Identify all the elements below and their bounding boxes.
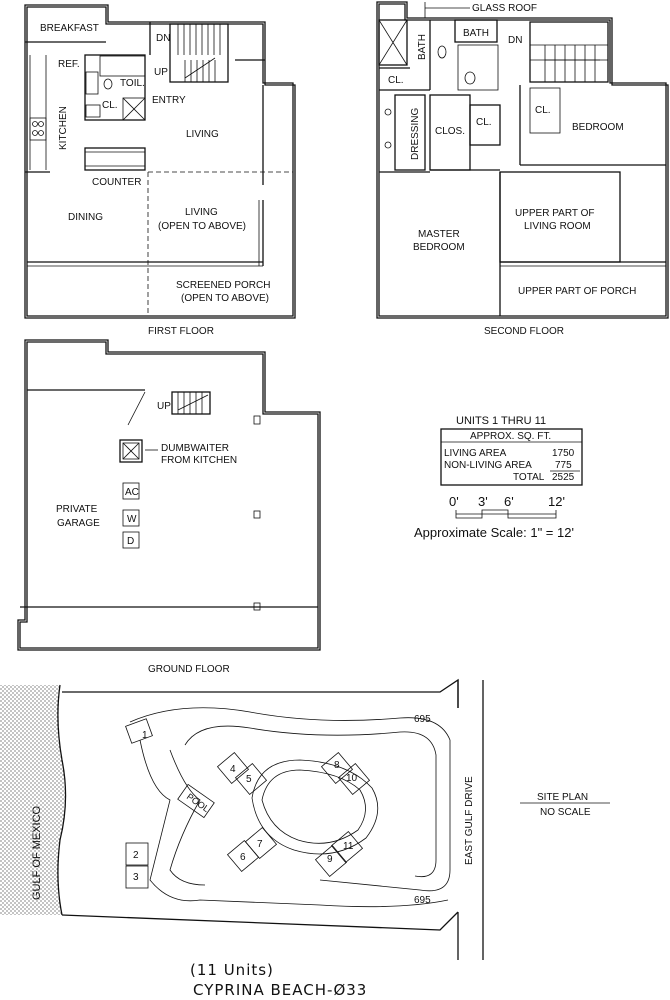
- room-label-breakfast: BREAKFAST: [40, 23, 99, 34]
- gulf-label: GULF OF MEXICO: [31, 805, 43, 900]
- room-label-closet-3: CL.: [535, 105, 551, 116]
- scale-bar: 0' 3' 6' 12' Approximate Scale: 1" = 12': [414, 494, 574, 540]
- room-label-toilet: TOIL.: [120, 78, 145, 89]
- area-row-value-total: 2525: [552, 472, 575, 483]
- first-floor-plan: BREAKFAST KITCHEN REF. TOIL. CL. ENTRY L…: [24, 4, 296, 337]
- room-label-dressing: DRESSING: [410, 108, 421, 160]
- room-label-bath-1: BATH: [417, 34, 428, 60]
- room-label-living-open-1: LIVING: [185, 207, 218, 218]
- project-title: CYPRINA BEACH-Ø33: [193, 981, 367, 999]
- room-label-upper-porch: UPPER PART OF PORCH: [518, 286, 636, 297]
- stair-label-up: UP: [154, 67, 168, 78]
- area-table-subheading: APPROX. SQ. FT.: [470, 431, 551, 442]
- room-label-ref: REF.: [58, 59, 80, 70]
- equipment-label-ac: AC: [125, 487, 139, 498]
- site-unit-2: 2: [133, 850, 139, 861]
- room-label-clos: CLOS.: [435, 126, 465, 137]
- site-plan-label: SITE PLAN: [537, 792, 588, 803]
- room-label-glass-roof: GLASS ROOF: [472, 3, 537, 14]
- second-floor-plan: GLASS ROOF BATH BATH DN CL. CLOS. CL. CL…: [376, 1, 669, 337]
- room-label-living-open-2: (OPEN TO ABOVE): [158, 221, 246, 232]
- room-label-upper-living-1: UPPER PART OF: [515, 208, 594, 219]
- label-dumbwaiter-1: DUMBWAITER: [161, 443, 229, 454]
- room-label-entry: ENTRY: [152, 95, 186, 106]
- site-unit-4: 4: [230, 764, 236, 775]
- scale-caption: Approximate Scale: 1" = 12': [414, 525, 574, 540]
- room-label-master-2: BEDROOM: [413, 242, 465, 253]
- address-bottom: 695: [414, 895, 431, 906]
- site-unit-7: 7: [257, 839, 263, 850]
- room-label-closet-1: CL.: [388, 75, 404, 86]
- site-plan-scale: NO SCALE: [540, 807, 591, 818]
- room-label-bath-2: BATH: [463, 28, 489, 39]
- stair-label-down: DN: [156, 33, 170, 44]
- room-label-dining: DINING: [68, 212, 103, 223]
- site-unit-1: 1: [142, 730, 148, 741]
- site-plan: GULF OF MEXICO POOL: [0, 678, 610, 960]
- units-note: (11 Units): [190, 961, 274, 979]
- room-label-closet-2: CL.: [476, 117, 492, 128]
- equipment-label-washer: W: [127, 514, 137, 525]
- room-label-living: LIVING: [186, 129, 219, 140]
- site-unit-3: 3: [133, 872, 139, 883]
- scale-tick-0: 0': [449, 494, 459, 509]
- room-label-upper-living-2: LIVING ROOM: [524, 221, 591, 232]
- area-row-value-living: 1750: [552, 448, 575, 459]
- gulf-water-area: [0, 685, 66, 915]
- site-unit-10: 10: [346, 773, 358, 784]
- road-label: EAST GULF DRIVE: [464, 776, 475, 865]
- area-row-label-living: LIVING AREA: [444, 448, 507, 459]
- first-floor-title: FIRST FLOOR: [148, 326, 214, 337]
- room-label-porch-2: (OPEN TO ABOVE): [181, 293, 269, 304]
- room-label-closet: CL.: [102, 100, 118, 111]
- site-unit-11: 11: [343, 841, 354, 852]
- site-unit-9: 9: [327, 854, 333, 865]
- pool-label: POOL: [185, 791, 211, 814]
- area-table: UNITS 1 THRU 11 APPROX. SQ. FT. LIVING A…: [440, 415, 583, 486]
- room-label-bedroom: BEDROOM: [572, 122, 624, 133]
- area-row-label-total: TOTAL: [513, 472, 545, 483]
- area-table-heading: UNITS 1 THRU 11: [456, 415, 546, 427]
- room-label-master-1: MASTER: [418, 229, 460, 240]
- title-block: (11 Units) CYPRINA BEACH-Ø33: [190, 961, 367, 999]
- label-dumbwaiter-2: FROM KITCHEN: [161, 455, 237, 466]
- room-label-kitchen: KITCHEN: [58, 106, 69, 150]
- area-row-value-nonliving: 775: [555, 460, 572, 471]
- stair-label-down-upper: DN: [508, 35, 522, 46]
- site-unit-5: 5: [246, 774, 252, 785]
- stair-label-up-ground: UP: [157, 401, 171, 412]
- site-unit-6: 6: [240, 852, 246, 863]
- room-label-counter: COUNTER: [92, 177, 141, 188]
- scale-tick-6: 6': [504, 494, 514, 509]
- ground-floor-title: GROUND FLOOR: [148, 664, 230, 675]
- equipment-label-dryer: D: [127, 536, 134, 547]
- room-label-garage-2: GARAGE: [57, 518, 100, 529]
- room-label-porch-1: SCREENED PORCH: [176, 280, 270, 291]
- site-unit-8: 8: [334, 760, 340, 771]
- address-top: 695: [414, 714, 431, 725]
- second-floor-title: SECOND FLOOR: [484, 326, 564, 337]
- ground-floor-plan: UP DUMBWAITER FROM KITCHEN PRIVATE GARAG…: [17, 339, 321, 675]
- scale-tick-3: 3': [478, 494, 488, 509]
- room-label-garage-1: PRIVATE: [56, 504, 98, 515]
- area-row-label-nonliving: NON-LIVING AREA: [444, 460, 532, 471]
- scale-tick-12: 12': [548, 494, 565, 509]
